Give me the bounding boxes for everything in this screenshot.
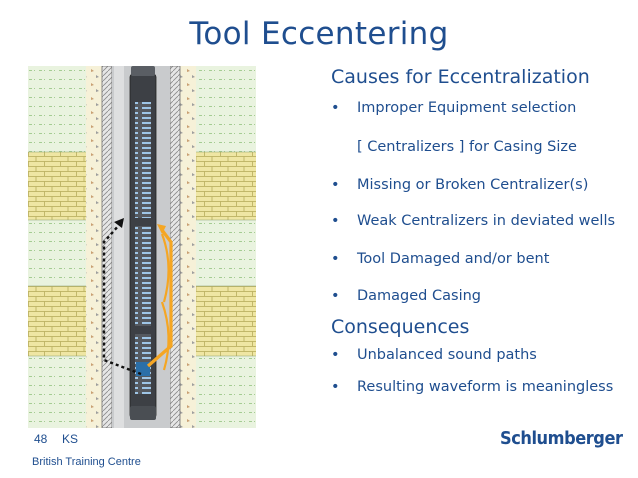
sound-path-long (102, 218, 142, 376)
causes-heading: Causes for Eccentralization (331, 66, 590, 88)
cement-right (178, 66, 196, 428)
bullet-marker: • (331, 177, 340, 193)
borehole-diagram (28, 66, 256, 428)
company-logo: Schlumberger (500, 428, 623, 449)
bullet-marker: • (331, 379, 340, 395)
centralizer-bows (160, 233, 170, 371)
list-item-continuation: [ Centralizers ] for Casing Size (357, 139, 577, 155)
slide-number: 48 (34, 432, 48, 446)
author-initials: KS (62, 432, 79, 446)
slide-title: Tool Eccentering (189, 16, 449, 52)
bullet-marker: • (331, 213, 340, 229)
sound-path-short (146, 224, 173, 368)
consequences-heading: Consequences (331, 316, 470, 338)
bullet-marker: • (331, 288, 340, 304)
cement-left (86, 66, 104, 428)
logging-tool (129, 66, 157, 420)
bullet-marker: • (331, 100, 340, 116)
bullet-marker: • (331, 251, 340, 267)
bullet-marker: • (331, 347, 340, 363)
organization-name: British Training Centre (32, 456, 141, 468)
